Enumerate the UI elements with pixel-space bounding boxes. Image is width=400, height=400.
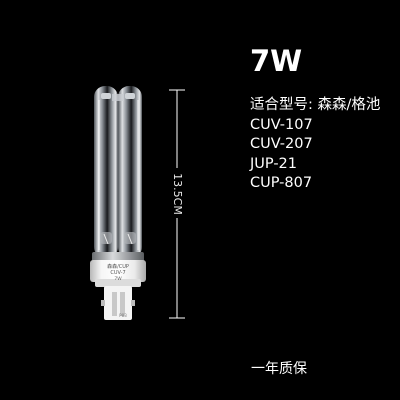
model-item: JUP-21 <box>250 155 297 172</box>
lamp-plug: P83 <box>101 286 135 320</box>
tube-right <box>118 86 142 258</box>
lamp-base: 森森/CUP CUV-7 7W <box>90 260 146 287</box>
dimension-indicator <box>169 89 185 319</box>
compatibility-info: 适合型号: 森森/格池 CUV-107 CUV-207 JUP-21 CUP-8… <box>250 96 380 194</box>
dimension-label: 13.5CM <box>171 173 184 215</box>
base-print-line1: 森森/CUP <box>107 263 129 270</box>
warranty-text: 一年质保 <box>251 361 307 377</box>
tube-left <box>94 86 118 258</box>
lamp-collar <box>92 252 144 262</box>
base-print-line2: CUV-7 <box>110 270 125 276</box>
model-item: CUV-207 <box>250 136 313 152</box>
model-item: CUV-107 <box>250 116 313 133</box>
compatibility-heading: 适合型号: 森森/格池 <box>250 97 381 113</box>
model-item: CUP-807 <box>250 175 313 191</box>
base-print-line3: 7W <box>114 276 122 282</box>
pin-mark: P83 <box>119 313 127 318</box>
glass-tubes <box>94 86 142 258</box>
wattage-title: 7W <box>250 44 303 78</box>
